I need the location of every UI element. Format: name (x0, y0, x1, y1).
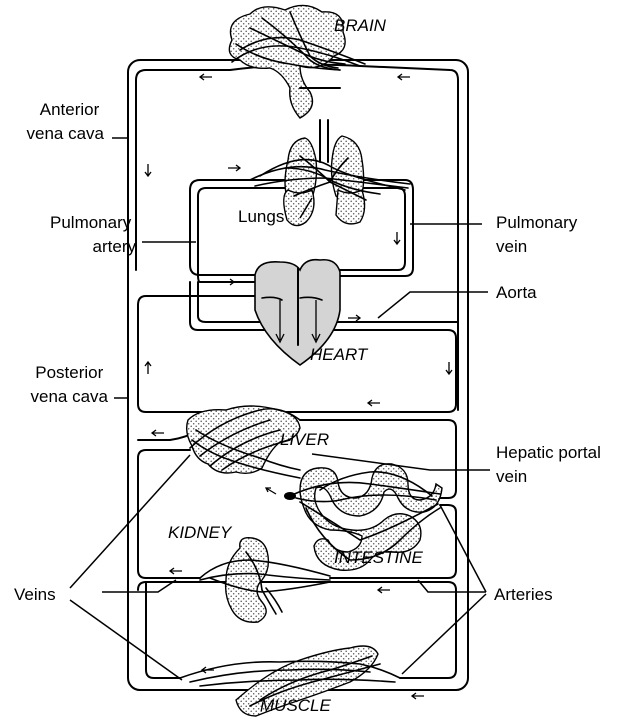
hepatic-portal-vein-line-2: vein (496, 467, 527, 486)
arteries-label: Arteries (494, 585, 553, 604)
arrow-upleft-1 (266, 488, 276, 494)
liver-label: LIVER (280, 430, 329, 449)
kidney-label: KIDNEY (168, 523, 233, 542)
pulmonary-artery-line-1: Pulmonary (50, 213, 132, 232)
arrow-right-1 (228, 165, 240, 171)
arrow-down-1 (145, 164, 151, 176)
arrow-left-4 (152, 430, 164, 436)
lungs-label: Lungs (238, 207, 284, 226)
anterior-vena-cava-line-2: vena cava (27, 124, 105, 143)
kidney-organ (226, 538, 269, 623)
hepatic-portal-vein-line-1: Hepatic portal (496, 443, 601, 462)
portal-vessel-junction (284, 492, 296, 500)
posterior-vena-cava-label: Posterior vena cava (31, 363, 109, 406)
hepatic-portal-vein-label: Hepatic portal vein (496, 443, 606, 486)
arrow-right-3 (348, 315, 360, 321)
muscle-label: MUSCLE (260, 696, 332, 715)
posterior-vena-cava-line-1: Posterior (35, 363, 103, 382)
pulmonary-vein-line-2: vein (496, 237, 527, 256)
aorta-label: Aorta (496, 283, 537, 302)
arrow-left-3 (368, 400, 380, 406)
brain-label: BRAIN (334, 16, 387, 35)
veins-label: Veins (14, 585, 56, 604)
pulmonary-vein-line-1: Pulmonary (496, 213, 578, 232)
intestine-label: INTESTINE (334, 548, 423, 567)
pulmonary-artery-line-2: artery (93, 237, 137, 256)
arrow-down-3 (446, 362, 452, 374)
arrow-right-2 (222, 279, 234, 285)
arrow-left-5 (170, 568, 182, 574)
pulmonary-vein-label: Pulmonary vein (496, 213, 582, 256)
heart-label: HEART (310, 345, 369, 364)
arrow-up-1 (145, 362, 151, 374)
arrow-left-6 (378, 587, 390, 593)
arrow-left-2 (398, 74, 410, 80)
posterior-vena-cava-line-2: vena cava (31, 387, 109, 406)
arrow-left-1 (200, 74, 212, 80)
anterior-vena-cava-line-1: Anterior (40, 100, 100, 119)
arrow-left-8 (412, 693, 424, 699)
kidney (200, 538, 330, 623)
anterior-vena-cava-label: Anterior vena cava (27, 100, 105, 143)
arrow-down-2 (394, 232, 400, 244)
pulmonary-artery-label: Pulmonary artery (50, 213, 136, 256)
